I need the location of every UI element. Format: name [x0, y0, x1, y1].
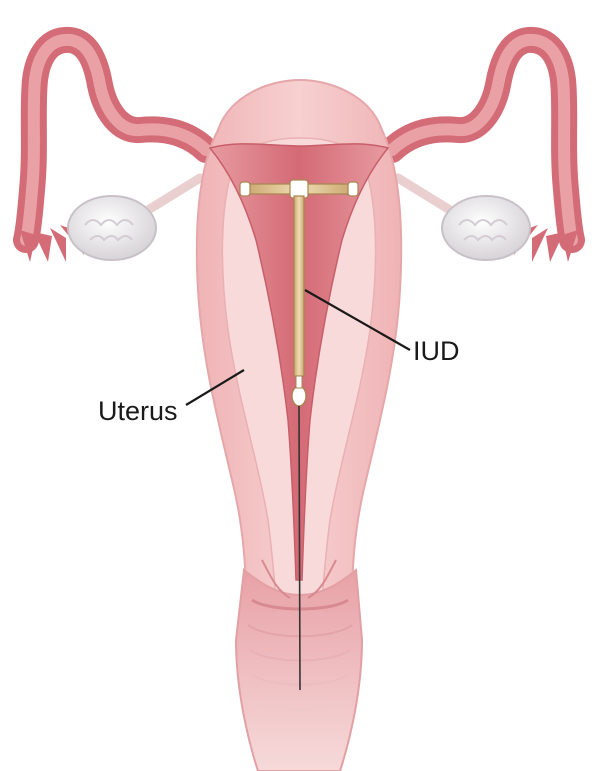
- left-ovary: [68, 196, 156, 260]
- right-ovary: [442, 196, 530, 260]
- uterus-label: Uterus: [98, 396, 178, 426]
- iud-label: IUD: [413, 336, 460, 366]
